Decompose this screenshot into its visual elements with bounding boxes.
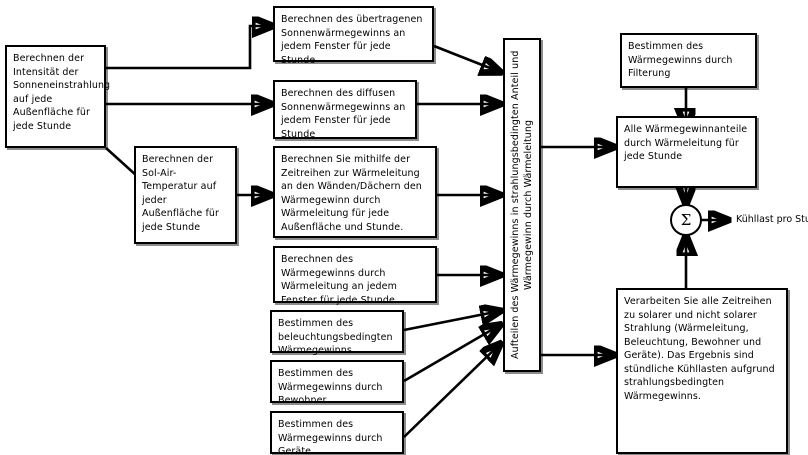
node-diffuse-solar-label: Berechnen des diffusen Sonnenwärmegewinn…	[281, 88, 406, 140]
node-lighting-gain-label: Bestimmen des beleuchtungsbedingten Wärm…	[278, 318, 393, 356]
summation-node[interactable]: Σ	[670, 204, 702, 236]
edge-equipment-to-splitter	[403, 344, 500, 438]
node-window-conduction-label: Berechnen des Wärmegewinns durch Wärmele…	[281, 254, 397, 306]
edge-transmitted-to-splitter	[433, 44, 500, 72]
node-gain-splitter[interactable]: Aufteilen des Wärmegewinns in strahlungs…	[503, 38, 541, 372]
edge-lighting-to-splitter	[403, 311, 500, 332]
edge-intensity-to-transmitted	[106, 26, 272, 70]
node-lighting-gain[interactable]: Bestimmen des beleuchtungsbedingten Wärm…	[270, 310, 404, 356]
node-infiltration-gain-label: Bestimmen des Wärmegewinns durch Filteru…	[628, 41, 733, 79]
node-solar-intensity[interactable]: Berechnen der Intensität der Sonneneinst…	[5, 45, 111, 148]
node-sol-air-temp-label: Berechnen der Sol-Air-Temperatur auf jed…	[142, 154, 220, 233]
node-all-conduction-parts[interactable]: Alle Wärmegewinnanteile durch Wärmeleitu…	[616, 116, 757, 188]
node-equipment-gain-label: Bestimmen des Wärmegewinns durch Geräte	[278, 419, 383, 455]
node-radiant-processing[interactable]: Verarbeiten Sie alle Zeitreihen zu solar…	[616, 288, 788, 454]
node-gain-splitter-label: Aufteilen des Wärmegewinns in strahlungs…	[510, 50, 534, 360]
node-all-conduction-parts-label: Alle Wärmegewinnanteile durch Wärmeleitu…	[624, 124, 748, 162]
node-sol-air-temp[interactable]: Berechnen der Sol-Air-Temperatur auf jed…	[134, 146, 237, 244]
node-occupant-gain[interactable]: Bestimmen des Wärmegewinns durch Bewohne…	[270, 360, 404, 406]
node-occupant-gain-label: Bestimmen des Wärmegewinns durch Bewohne…	[278, 368, 383, 406]
node-gain-splitter-wrap: Aufteilen des Wärmegewinns in strahlungs…	[505, 40, 539, 370]
edge-occupants-to-splitter	[403, 325, 500, 383]
node-transmitted-solar-label: Berechnen des übertragenen Sonnenwärmege…	[281, 14, 423, 66]
summation-symbol: Σ	[680, 211, 692, 229]
output-label-text: Kühllast pro Stunde	[736, 214, 808, 225]
node-diffuse-solar[interactable]: Berechnen des diffusen Sonnenwärmegewinn…	[273, 80, 417, 140]
node-window-conduction[interactable]: Berechnen des Wärmegewinns durch Wärmele…	[273, 246, 437, 306]
node-transmitted-solar[interactable]: Berechnen des übertragenen Sonnenwärmege…	[273, 6, 434, 66]
node-wall-conduction-label: Berechnen Sie mithilfe der Zeitreihen zu…	[281, 154, 422, 233]
node-equipment-gain[interactable]: Bestimmen des Wärmegewinns durch Geräte	[270, 411, 404, 455]
node-radiant-processing-label: Verarbeiten Sie alle Zeitreihen zu solar…	[624, 296, 775, 402]
output-label: Kühllast pro Stunde	[736, 213, 808, 226]
node-wall-conduction[interactable]: Berechnen Sie mithilfe der Zeitreihen zu…	[273, 146, 437, 238]
node-infiltration-gain[interactable]: Bestimmen des Wärmegewinns durch Filteru…	[620, 33, 757, 88]
node-solar-intensity-label: Berechnen der Intensität der Sonneneinst…	[13, 53, 111, 132]
